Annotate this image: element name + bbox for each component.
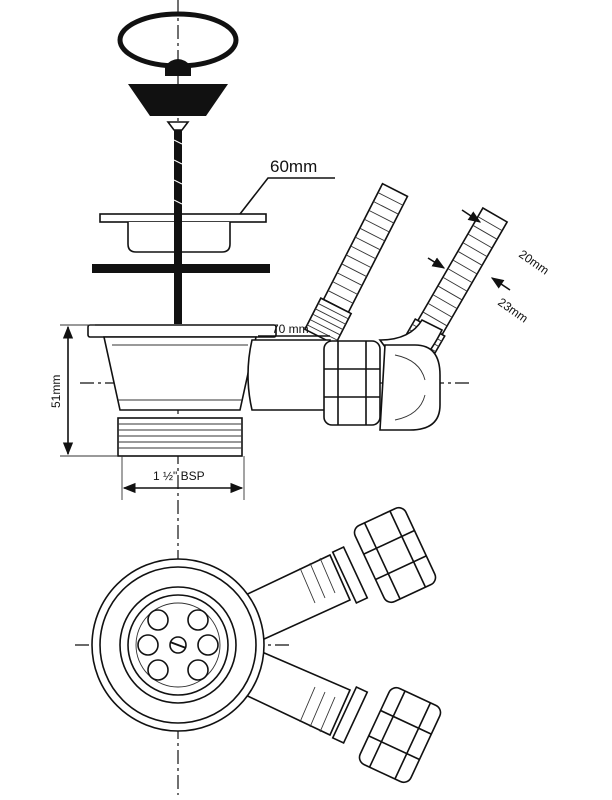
label-height: 51mm <box>49 375 63 408</box>
label-thread: 1 ½" BSP <box>153 469 205 483</box>
label-hose-small: 20mm <box>516 247 551 278</box>
hose-tails <box>304 181 511 431</box>
label-strainer-diameter: 60mm <box>270 157 317 176</box>
plug-chain-ring <box>117 11 239 116</box>
waste-body-plan <box>91 504 444 786</box>
label-hose-large: 23mm <box>495 295 530 326</box>
label-outlet-length: 70 mm <box>272 322 309 336</box>
strainer-basket <box>99 213 267 254</box>
waste-body-side <box>87 324 381 457</box>
